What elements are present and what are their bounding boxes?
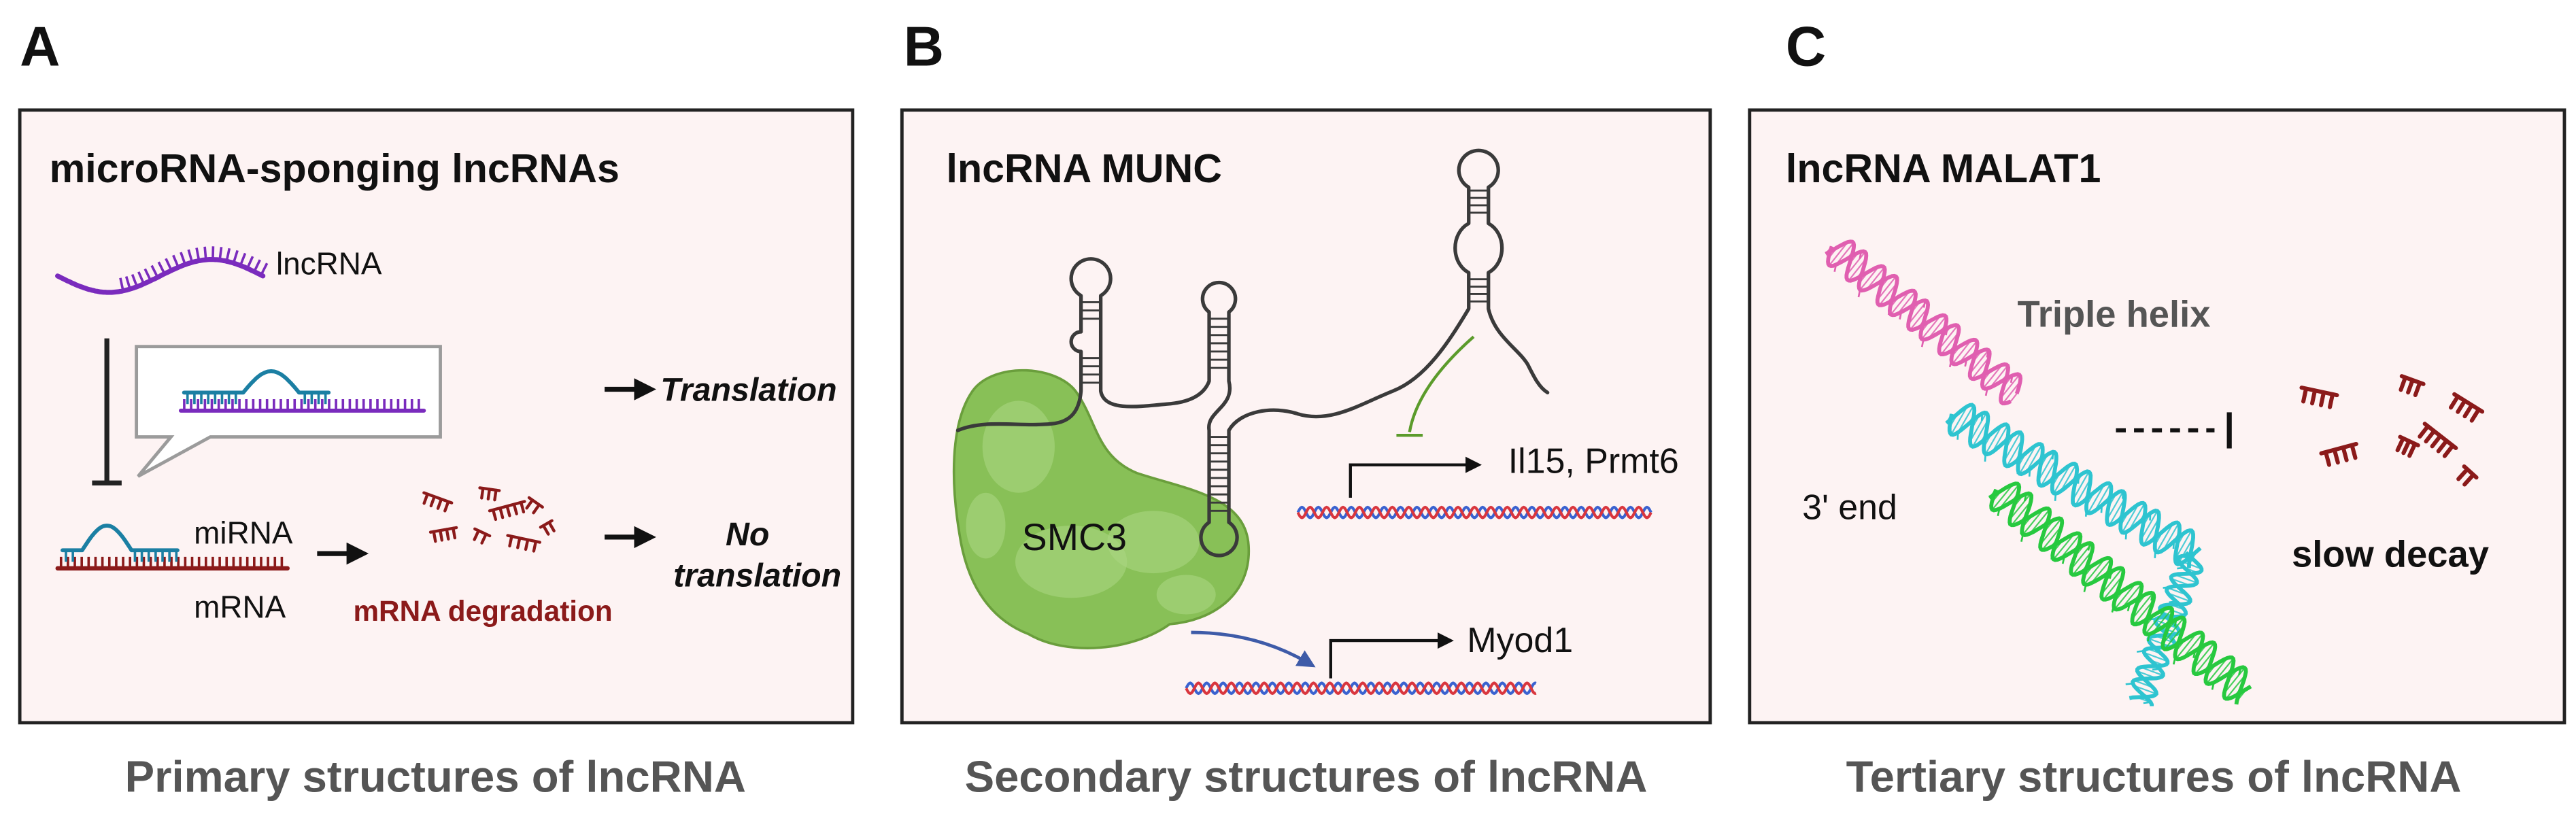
munc-rna-backbone (955, 148, 1550, 558)
rna-fragment-2 (2399, 374, 2426, 398)
lncrna-strand-bases (119, 246, 269, 292)
mrna-fragment-6 (473, 527, 492, 545)
mrna-fragment-4 (525, 496, 544, 515)
myod1-promoter-arrow (1329, 632, 1454, 679)
panel-b-diagram (952, 148, 1653, 696)
panel-c-letter: C (1786, 16, 1826, 78)
bubble-lncrna-strand-bases (183, 399, 420, 411)
bubble-mirna-strand-backbone (182, 369, 331, 395)
rna-fragment-6 (2418, 422, 2458, 458)
mrna-fragment-3 (488, 500, 526, 522)
inhibition-bar (92, 338, 122, 485)
panel-c-frame (1748, 108, 2566, 725)
mrna-label: mRNA (194, 589, 286, 624)
mrna-fragment-5-shape (428, 526, 458, 543)
rna-fragment-2-shape (2399, 374, 2426, 398)
myod1-label: Myod1 (1467, 621, 1573, 660)
myod1-dna-blue-strand (1185, 681, 1537, 696)
rna-fragment-4-shape (2319, 441, 2358, 467)
lncrna-strand-backbone (55, 257, 266, 295)
mrna-fragment-1-shape (422, 491, 454, 513)
il15-prmt6-dna-red-strand (1296, 505, 1653, 519)
panel-a-title: microRNA-sponging lncRNAs (50, 146, 620, 191)
il15-prmt6-promoter-arrow (1349, 456, 1482, 498)
hairpin-3-stem-lower (1468, 278, 1489, 303)
hairpin-down-stem (1209, 436, 1230, 512)
hairpin-1-stem-upper (1081, 301, 1101, 320)
myod1-dna-red-strand (1185, 681, 1537, 696)
triple-helix-cyan-strand-2 (1945, 403, 2202, 566)
panel-b-title: lncRNA MUNC (947, 146, 1222, 191)
panel-c-caption: Tertiary structures of lncRNA (1846, 751, 2462, 801)
mrna-degradation-label: mRNA degradation (353, 595, 612, 627)
rna-fragment-1 (2299, 386, 2339, 409)
hairpin-1-stem-lower (1081, 357, 1101, 384)
triple-helix-green-strand-2 (1988, 481, 2252, 701)
panel-b-letter: B (904, 16, 944, 78)
panel-a-diagram (55, 246, 656, 570)
repressed-genes-label: Il15, Prmt6 (1508, 442, 1679, 481)
rna-fragment-6-shape (2418, 422, 2458, 458)
mrna-fragment-5 (428, 526, 458, 543)
smc3-texture-5 (966, 492, 1006, 559)
rna-fragment-7 (2456, 464, 2479, 487)
mrna-fragment-6-shape (473, 527, 492, 545)
mrna-fragment-2 (478, 486, 501, 502)
bubble-mirna-strand-bases (186, 392, 327, 405)
rna-fragment-1-shape (2299, 386, 2339, 409)
panel-c-title: lncRNA MALAT1 (1786, 146, 2101, 191)
translation-label: Translation (660, 371, 836, 408)
mrna-fragment-1 (422, 491, 454, 513)
slow-decay-label: slow decay (2292, 533, 2489, 575)
mirna-strand-backbone (61, 524, 180, 553)
no-translation-label-line-2: translation (673, 557, 841, 594)
mirna-label: miRNA (194, 515, 293, 551)
panel-b-caption: Secondary structures of lncRNA (965, 751, 1648, 801)
activation-arrow (1191, 630, 1316, 668)
mrna-fragment-7-shape (506, 534, 541, 553)
triple-helix-label: Triple helix (2018, 294, 2211, 335)
no-translation-label-line-1: No (726, 516, 769, 553)
mrna-fragment-8 (539, 519, 556, 536)
rna-fragment-7-shape (2456, 464, 2479, 487)
mrna-fragment-8-shape (539, 519, 556, 536)
smc3-texture-1 (982, 401, 1055, 493)
hairpin-2-stem (1209, 318, 1230, 369)
smc3-texture-2 (1015, 526, 1128, 598)
lncrna-label: lncRNA (276, 245, 382, 281)
panel-a-letter: A (20, 16, 60, 78)
triple-helix-pink-strand-1 (1826, 245, 2023, 394)
il15-prmt6-dna-blue-strand (1296, 505, 1653, 519)
rna-fragment-4 (2319, 441, 2358, 467)
three-prime-end-label: 3' end (1802, 488, 1897, 527)
mrna-fragment-2-shape (478, 486, 501, 502)
mrna-strand-bases (59, 556, 284, 568)
smc3-texture-3 (1107, 511, 1200, 574)
triple-helix-green-strand-1 (1989, 488, 2248, 705)
mrna-fragment-3-shape (488, 500, 526, 522)
smc3-texture-4 (1156, 575, 1216, 615)
hairpin-3-stem-upper (1468, 189, 1489, 214)
rna-fragment-5-shape (2395, 434, 2420, 458)
rna-fragment-5 (2395, 434, 2420, 458)
triple-helix-pink-strand-2 (1825, 239, 2012, 406)
triple-helix-cyan-strand-1 (1947, 410, 2195, 568)
rna-fragment-3 (2448, 392, 2485, 423)
panel-a-caption: Primary structures of lncRNA (125, 751, 746, 801)
panel-c-diagram (1825, 239, 2485, 706)
smc3-label: SMC3 (1022, 516, 1127, 558)
triple-helix-cyan-tail-strand-1 (2131, 553, 2199, 706)
rna-fragment-3-shape (2448, 392, 2485, 423)
mrna-fragment-7 (506, 534, 541, 553)
mrna-fragment-4-shape (525, 496, 544, 515)
mirna-strand-bases (65, 550, 178, 562)
repression-inhibition-line (1396, 335, 1475, 437)
